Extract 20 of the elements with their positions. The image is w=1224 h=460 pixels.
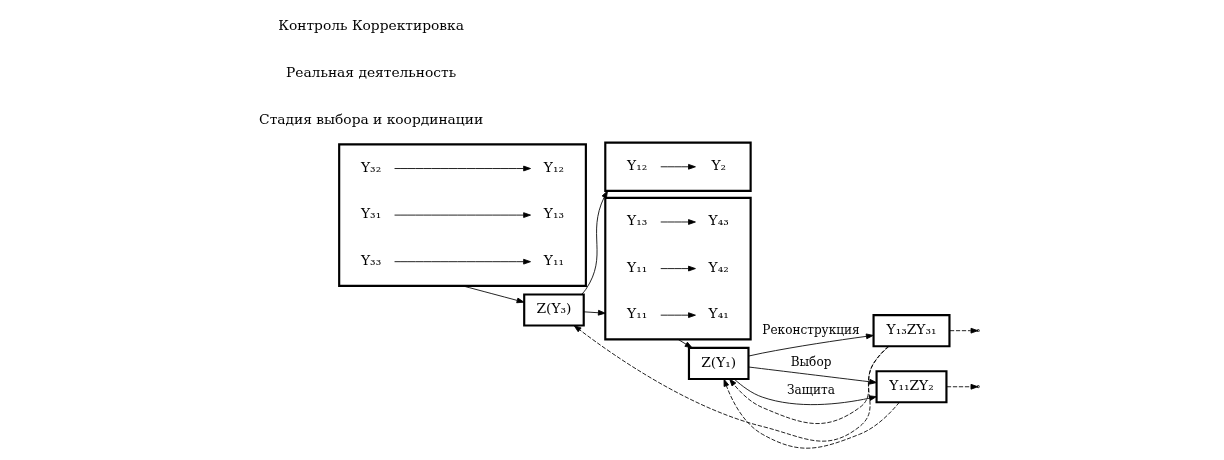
node-text: Y₃₂ [360, 158, 381, 175]
node-text: Y₄₂ [708, 258, 729, 275]
edge-label: Выбор [790, 355, 831, 370]
node-text: Y₁₁ [626, 305, 647, 322]
label: Стадия выбора и координации [258, 110, 483, 127]
node-text: Y₁₂ [543, 158, 564, 175]
node-text: Y₁₃ [543, 205, 564, 222]
label: Реальная деятельность [285, 63, 456, 80]
node-text: Y₂ [710, 157, 726, 174]
node-text: Y₁₂ [626, 157, 647, 174]
node-text: Y₁₁ [543, 251, 564, 268]
node-text: Y₃₁ [360, 205, 381, 222]
node-text: Y₁₁ [626, 258, 647, 275]
node-text: Y₁₃ [626, 212, 647, 229]
label: Контроль Корректировка [277, 17, 464, 34]
edge-label: Реконструкция [761, 323, 860, 338]
node-text: Y₄₁ [708, 305, 729, 322]
node-text: Y₄₃ [708, 212, 729, 229]
edge-label: Защита [786, 382, 835, 397]
node-text: Y₃₃ [360, 251, 381, 268]
